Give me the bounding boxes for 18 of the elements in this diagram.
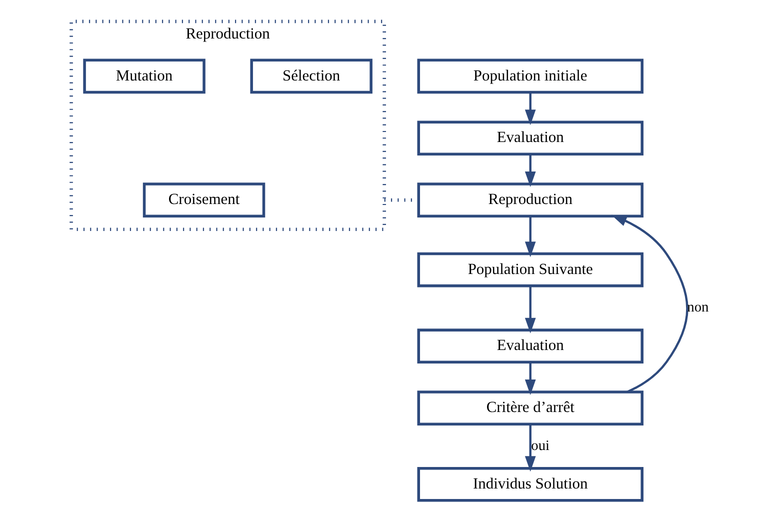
node-box: Sélection — [250, 58, 372, 94]
node-box: Individus Solution — [416, 466, 643, 502]
node-box: Population Suivante — [416, 252, 643, 288]
node-box: Croisement — [142, 182, 265, 218]
node-box: Evaluation — [416, 328, 643, 364]
arrow — [524, 154, 536, 188]
arrow — [524, 286, 536, 334]
node-box: Evaluation — [416, 120, 643, 156]
node-box: Reproduction — [416, 182, 643, 218]
edge-label: oui — [530, 438, 550, 454]
arrow — [524, 362, 536, 396]
node-box: Population initiale — [416, 58, 643, 94]
arrow — [610, 214, 688, 393]
node-box: Critère d’arrêt — [416, 390, 643, 426]
node-box: Mutation — [82, 58, 205, 94]
arrow — [524, 92, 536, 126]
arrow — [524, 424, 536, 472]
arrow — [524, 216, 536, 258]
